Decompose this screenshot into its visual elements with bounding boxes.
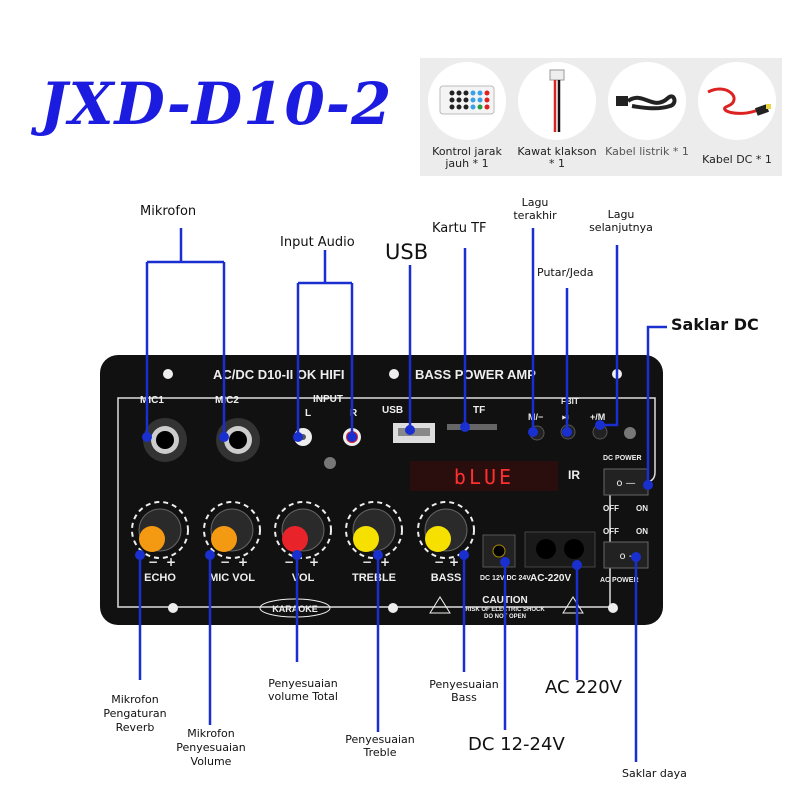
svg-text:−: − [220, 555, 230, 569]
callout-bass: Penyesuaian Bass [429, 678, 499, 704]
knob-label: MIC VOL [209, 572, 255, 584]
callout-saklar-dc: Saklar DC [671, 315, 759, 334]
tf-card-slot[interactable] [447, 424, 497, 430]
off-label: OFF [603, 504, 619, 513]
callout-input-audio: Input Audio [280, 235, 355, 250]
svg-text:+: + [238, 555, 248, 569]
callout-saklar-daya: Saklar daya [622, 767, 687, 780]
svg-text:+: + [166, 555, 176, 569]
usb-label: USB [382, 405, 403, 416]
ac-power-switch[interactable] [603, 541, 649, 569]
svg-text:+: + [380, 555, 390, 569]
panel-header: AC/DC D10-II OK HIFI [213, 367, 344, 382]
ac-power-label: AC POWER [600, 577, 639, 584]
callout-vol: Penyesuaian volume Total [268, 677, 338, 703]
svg-text:−: − [362, 555, 372, 569]
svg-text:−: − [148, 555, 158, 569]
knob-label: VOL [292, 572, 315, 584]
input-r-label: R [350, 408, 358, 419]
mic2-jack[interactable] [216, 418, 260, 462]
knob-label: ECHO [144, 572, 176, 584]
led-display [410, 461, 558, 491]
fbit-label: FBIT [561, 397, 579, 406]
callout-ac: AC 220V [545, 677, 622, 698]
callout-kartu-tf: Kartu TF [432, 221, 487, 236]
knob-echo[interactable]: − + ECHO [131, 501, 189, 584]
callout-treble: Penyesuaian Treble [345, 733, 415, 759]
accessory-wire: Kawat klakson * 1 [514, 62, 600, 170]
accessories-box: Kontrol jarak jauh * 1 Kawat klakson * 1… [420, 58, 782, 176]
play-label: ⏯ [562, 412, 569, 422]
speaker-wire-icon [518, 62, 596, 140]
accessory-remote: Kontrol jarak jauh * 1 [424, 62, 510, 170]
knob-bass[interactable]: − + BASS [417, 501, 475, 584]
callout-putar-jeda: Putar/Jeda [537, 266, 594, 279]
tf-label: TF [473, 405, 485, 416]
karaoke-label: KARAOKE [272, 604, 318, 614]
accessory-label: Kontrol jarak jauh * 1 [432, 145, 502, 170]
svg-text:−: − [434, 555, 444, 569]
accessory-power-cable: Kabel listrik * 1 [604, 62, 690, 158]
panel-border [117, 397, 656, 608]
input-l-label: L [305, 408, 311, 419]
knob-label: TREBLE [352, 572, 396, 584]
knob-mic-vol[interactable]: − + MIC VOL [203, 501, 261, 584]
knob-label: BASS [431, 572, 462, 584]
dc-cable-icon [698, 62, 776, 140]
knob-treble[interactable]: − + TREBLE [345, 501, 403, 584]
svg-text:−: − [284, 555, 294, 569]
warning-icon [429, 596, 451, 614]
svg-text:+: + [309, 555, 319, 569]
remote-control-icon [428, 62, 506, 140]
callout-lagu-terakhir: Lagu terakhir [513, 196, 557, 222]
karaoke-badge [259, 598, 331, 618]
screw-holes [163, 369, 622, 613]
panel-header-2: BASS POWER AMP [415, 367, 536, 382]
accessory-dc-cable: Kabel DC * 1 [694, 62, 780, 166]
ac-input-socket[interactable] [524, 531, 596, 568]
on-label: ON [636, 527, 648, 536]
callout-lagu-selanjutnya: Lagu selanjutnya [589, 208, 653, 234]
prev-label: M/− [528, 412, 543, 422]
mic1-label: MIC1 [140, 395, 164, 406]
svg-text:o —: o — [616, 478, 635, 489]
callout-dc: DC 12-24V [468, 734, 565, 755]
callout-mic-vol: Mikrofon Penyesuaian Volume [176, 727, 246, 768]
input-label: INPUT [313, 394, 343, 405]
amplifier-panel [100, 355, 663, 625]
off-label: OFF [603, 527, 619, 536]
callout-echo: Mikrofon Pengaturan Reverb [103, 693, 167, 734]
accessory-label: Kabel DC * 1 [702, 153, 772, 166]
svg-text:o -: o - [620, 551, 633, 562]
on-label: ON [636, 504, 648, 513]
ac-input-label: AC-220V [530, 573, 571, 584]
callout-lines [138, 228, 667, 762]
dc-power-switch[interactable] [603, 468, 649, 496]
screw-icon [624, 427, 636, 439]
product-title: JXD-D10-2 [40, 70, 393, 138]
power-cable-icon [608, 62, 686, 140]
led-display-text: bLUE [454, 465, 514, 489]
mic2-label: MIC2 [215, 395, 239, 406]
mic1-jack[interactable] [143, 418, 187, 462]
dc-power-label: DC POWER [603, 455, 642, 462]
next-label: +/M [590, 412, 605, 422]
callout-mikrofon: Mikrofon [140, 204, 197, 219]
accessory-label: Kawat klakson * 1 [517, 145, 597, 170]
ir-label: IR [568, 468, 580, 482]
screw-icon [324, 457, 336, 469]
callout-dots [135, 420, 653, 570]
svg-text:+: + [449, 555, 459, 569]
accessory-label: Kabel listrik * 1 [605, 145, 689, 158]
callout-usb: USB [385, 240, 429, 264]
